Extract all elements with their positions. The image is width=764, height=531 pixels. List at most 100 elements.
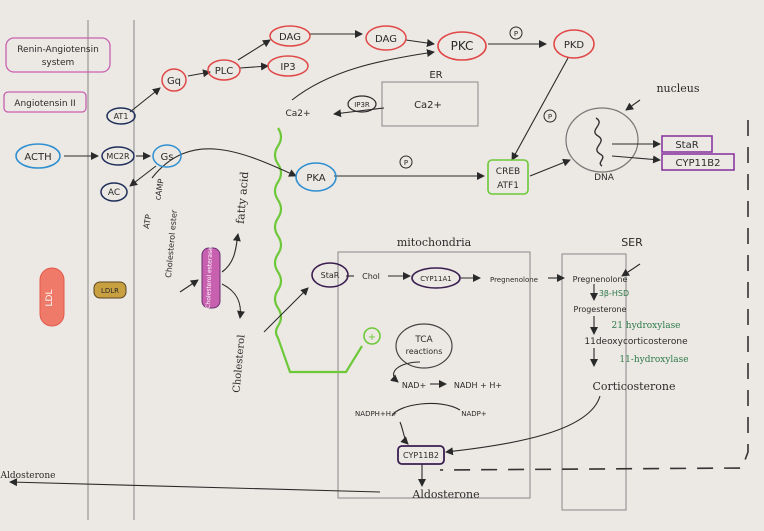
ser-box — [561, 253, 627, 511]
chol-esterase-label: Cholesterol esterase — [205, 247, 214, 309]
arrow-gq-plc — [187, 69, 211, 78]
cyp11a1-node — [411, 267, 461, 289]
gq-label: Gq — [167, 76, 181, 87]
fatty-acid-label: fatty acid — [234, 171, 252, 224]
pregnenolone-mito-label: Pregnenolone — [490, 276, 538, 284]
chol-label: Chol — [362, 272, 380, 281]
raas-box — [5, 37, 111, 73]
at1-label: AT1 — [114, 112, 129, 121]
tca-circle — [395, 323, 453, 369]
camp-label: cAMP — [153, 178, 166, 201]
cyp11b2-gene-label: CYP11B2 — [676, 158, 721, 169]
arrow-esterase-fattyacid — [221, 233, 241, 273]
at1-node — [106, 107, 136, 125]
dag2-label: DAG — [375, 34, 397, 45]
ip3-node — [267, 55, 309, 77]
arrow-dag-pkc — [405, 39, 435, 47]
mitochondria-box — [337, 251, 531, 499]
arrow-ip3r-ca — [333, 107, 385, 118]
er-box — [381, 81, 479, 127]
cyp11b2-gene-box — [661, 153, 735, 171]
p-circle-pkd-creb — [543, 109, 557, 123]
arrow-ester-esterase — [179, 279, 199, 293]
star-gene-box — [661, 135, 713, 153]
ip3r-node — [347, 95, 377, 113]
arrow-plc-ip3 — [239, 62, 269, 71]
star-mito-node — [311, 262, 349, 288]
gs-label: Gs — [161, 152, 174, 163]
cyp11b2-enzyme-box — [397, 445, 445, 465]
nadph-label: NADPH+H+ — [355, 410, 397, 418]
arrow-nadph-cyp — [399, 421, 409, 445]
aldosterone-mito-label: Aldosterone — [411, 488, 479, 501]
pkc-label: PKC — [451, 39, 474, 53]
mc2r-node — [101, 146, 135, 166]
nucleus-label: nucleus — [656, 82, 699, 95]
arrow-nucleus-label — [625, 99, 641, 111]
chol-esterase-node — [201, 247, 221, 309]
dna-icon — [594, 117, 604, 167]
plus-circle — [363, 327, 381, 345]
nucleus-circle — [565, 107, 639, 173]
nad-label: NAD+ — [402, 381, 426, 390]
arrow-dna-cyp11b2 — [611, 155, 661, 164]
arrow-esterase-cholesterol — [221, 283, 245, 319]
er-label: ER — [429, 70, 442, 81]
ang2-label: Angiotensin II — [14, 99, 75, 109]
p-circle-pka — [399, 155, 413, 169]
creb-label: CREB — [496, 167, 520, 177]
star-mito-label: StaR — [321, 271, 340, 280]
arrow-at1-gq — [129, 87, 161, 113]
arrow-ca-pkc — [291, 49, 435, 101]
pkd-node — [553, 29, 595, 59]
arrow-tca-nad — [390, 361, 421, 383]
raas-label-line2: system — [42, 58, 75, 68]
mc2r-label: MC2R — [106, 152, 130, 161]
dag2-node — [365, 25, 407, 51]
p-label-pka: P — [404, 159, 408, 167]
raas-label-line1: Renin-Angiotensin — [17, 45, 99, 55]
ac-node — [100, 182, 128, 202]
cyp11a1-label: CYP11A1 — [420, 275, 451, 283]
ac-label: AC — [108, 188, 120, 198]
arrow-gs-ac — [129, 165, 157, 187]
cholesterol-label: Cholesterol — [231, 334, 247, 393]
arrow-camp-pka — [151, 148, 297, 179]
plc-label: PLC — [215, 66, 234, 77]
tca-label-line1: TCA — [414, 335, 433, 345]
pkd-label: PKD — [564, 40, 585, 51]
gq-node — [161, 68, 187, 92]
cyp11b2-enzyme-label: CYP11B2 — [403, 451, 439, 460]
pkc-node — [437, 31, 487, 61]
p-label-pkc-pkd: P — [514, 30, 518, 38]
p-circle-pkc-pkd — [509, 26, 523, 40]
plus-label: + — [368, 332, 376, 343]
gs-node — [152, 144, 182, 168]
pka-label: PKA — [306, 173, 325, 184]
progesterone-label: Progesterone — [574, 305, 627, 314]
creb-atf1-box — [487, 159, 529, 195]
arrow-pkd-creb — [511, 57, 569, 161]
hsd-label: 3β-HSD — [599, 289, 629, 298]
arrow-creb-dna — [529, 158, 571, 177]
arrow-cort-cyp11b2 — [445, 395, 601, 456]
ip3r-label: IP3R — [354, 101, 370, 109]
hydroxylase11-label: 11-hydroxylase — [619, 355, 688, 365]
pregnenolone-ser-label: Pregnenolone — [573, 275, 628, 284]
ldl-node — [39, 267, 65, 327]
aldosterone-out-label: Aldosterone — [0, 471, 55, 481]
ca-er-label: Ca2+ — [414, 100, 442, 111]
deoxycorticosterone-label: 11deoxycorticosterone — [584, 337, 688, 347]
arrow-nadph-cycle — [391, 403, 461, 417]
arrow-cholesterol-star — [263, 287, 309, 333]
arrow-ser-label — [621, 263, 641, 277]
acth-label: ACTH — [24, 152, 51, 163]
star-gene-label: StaR — [675, 140, 698, 151]
corticosterone-label: Corticosterone — [592, 380, 675, 393]
ldlr-label: LDLR — [101, 287, 119, 295]
acth-node — [15, 143, 61, 169]
arrow-plc-dag — [237, 39, 271, 61]
